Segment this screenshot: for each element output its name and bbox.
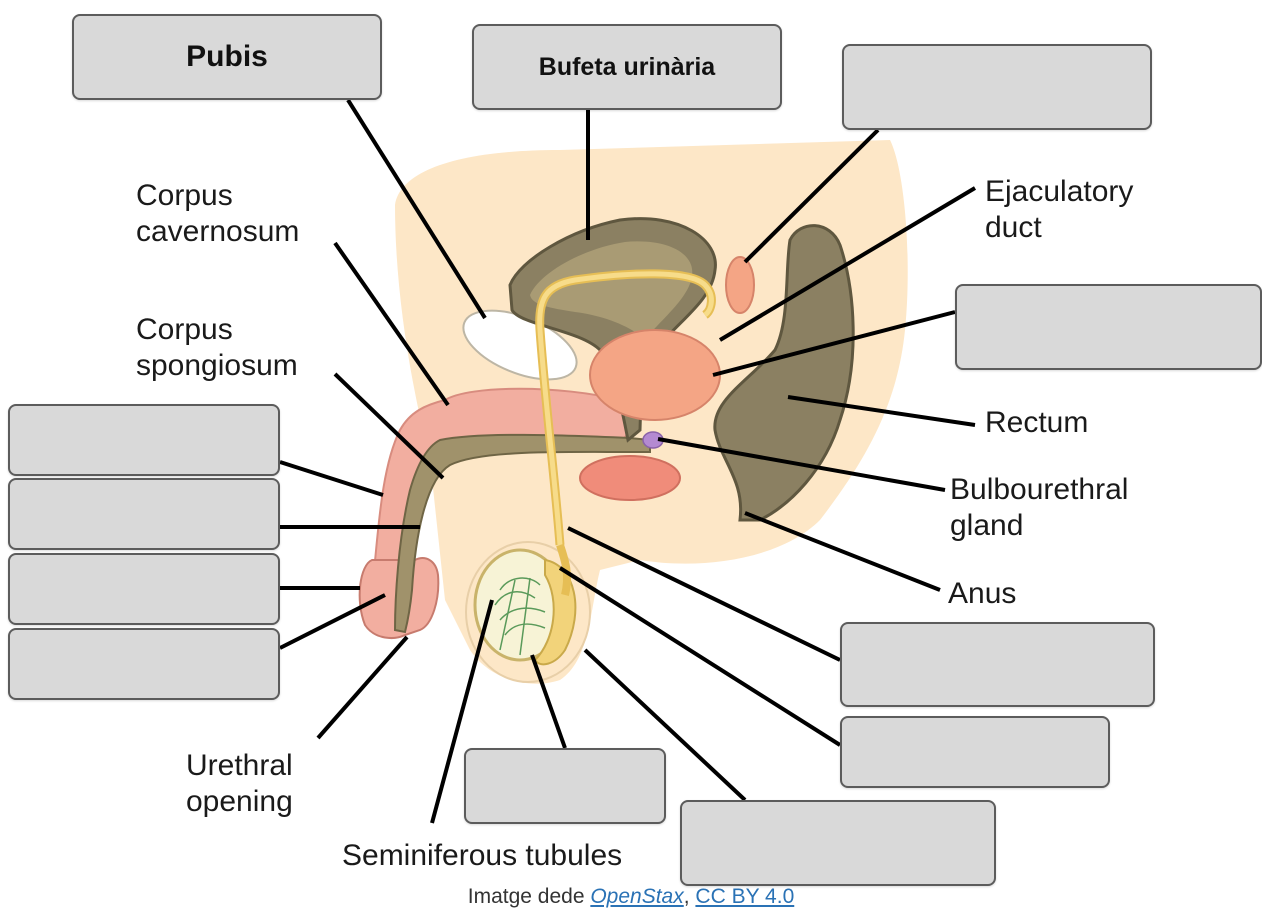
prostate-shape [590,330,720,420]
blank-box-seminal-vesicle[interactable] [842,44,1152,130]
bladder-box: Bufeta urinària [472,24,782,110]
corpus-cavernosum-label: Corpus cavernosum [136,178,299,250]
seminiferous-tubules-label: Seminiferous tubules [342,838,622,874]
rectum-label: Rectum [985,405,1088,441]
anus-label: Anus [948,576,1016,612]
pubis-box: Pubis [72,14,382,100]
blank-box-left-4[interactable] [8,628,280,700]
source-link[interactable]: OpenStax [590,885,683,908]
blank-box-scrotum[interactable] [680,800,996,886]
urogenital-diaphragm-shape [580,456,680,500]
license-link[interactable]: CC BY 4.0 [695,885,794,908]
blank-box-epididymis[interactable] [840,716,1110,788]
blank-box-prostate[interactable] [955,284,1262,370]
blank-box-left-1[interactable] [8,404,280,476]
bulbourethral-gland-label: Bulbourethral gland [950,472,1128,544]
urethral-opening-label: Urethral opening [186,748,293,820]
blank-box-left-2[interactable] [8,478,280,550]
bladder-label: Bufeta urinària [539,53,715,82]
pubis-label: Pubis [186,40,268,74]
blank-box-ductus-deferens[interactable] [840,622,1155,707]
blank-box-left-3[interactable] [8,553,280,625]
ejaculatory-duct-label: Ejaculatory duct [985,174,1133,246]
corpus-spongiosum-label: Corpus spongiosum [136,312,298,384]
seminal-vesicle-shape [726,257,754,313]
image-credit: Imatge dede OpenStax, CC BY 4.0 [0,884,1262,910]
blank-box-testis[interactable] [464,748,666,824]
